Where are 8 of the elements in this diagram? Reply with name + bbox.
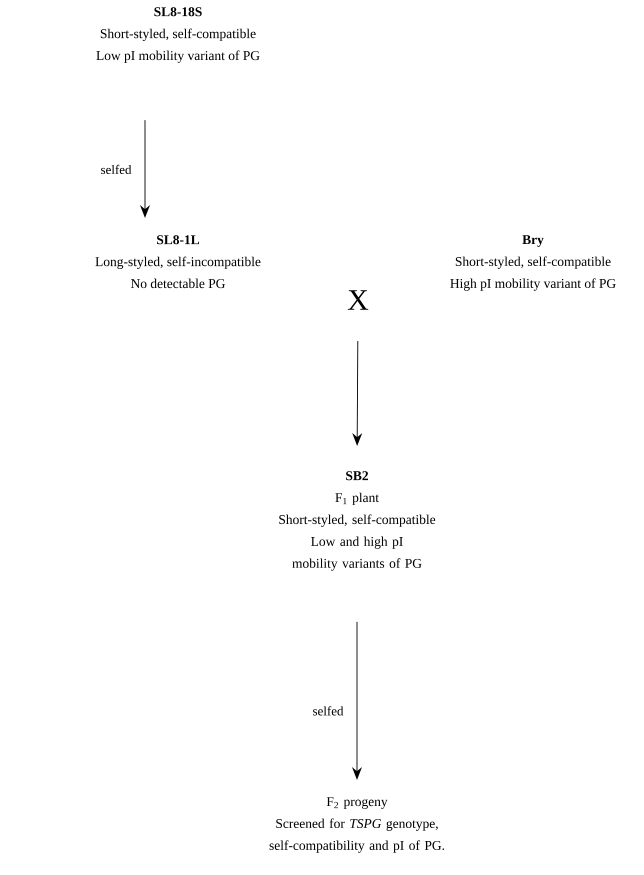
plant-description: SL8-1L Long-styled, self-incompatible No detectable PG (95, 235, 260, 288)
plant-description: F$_{2}$ progeny Screened for TSPG genotype, self-compatibility and pI of PG. (270, 797, 444, 853)
edge-label: selfed (313, 706, 344, 716)
plant-description: Bry Short-styled, self-compatible High pI mobility variant of PG (450, 235, 616, 291)
edge-label: selfed (101, 164, 132, 174)
plant-description: SL8-18S Short-styled, self-compatible Low pI mobility variant of PG (96, 7, 260, 63)
cross-symbol: X (348, 290, 368, 310)
plant-description: SB2 F$_{1}$ plant Short-styled, self-compatible Low and high pI mobility variants of PG (279, 471, 436, 571)
